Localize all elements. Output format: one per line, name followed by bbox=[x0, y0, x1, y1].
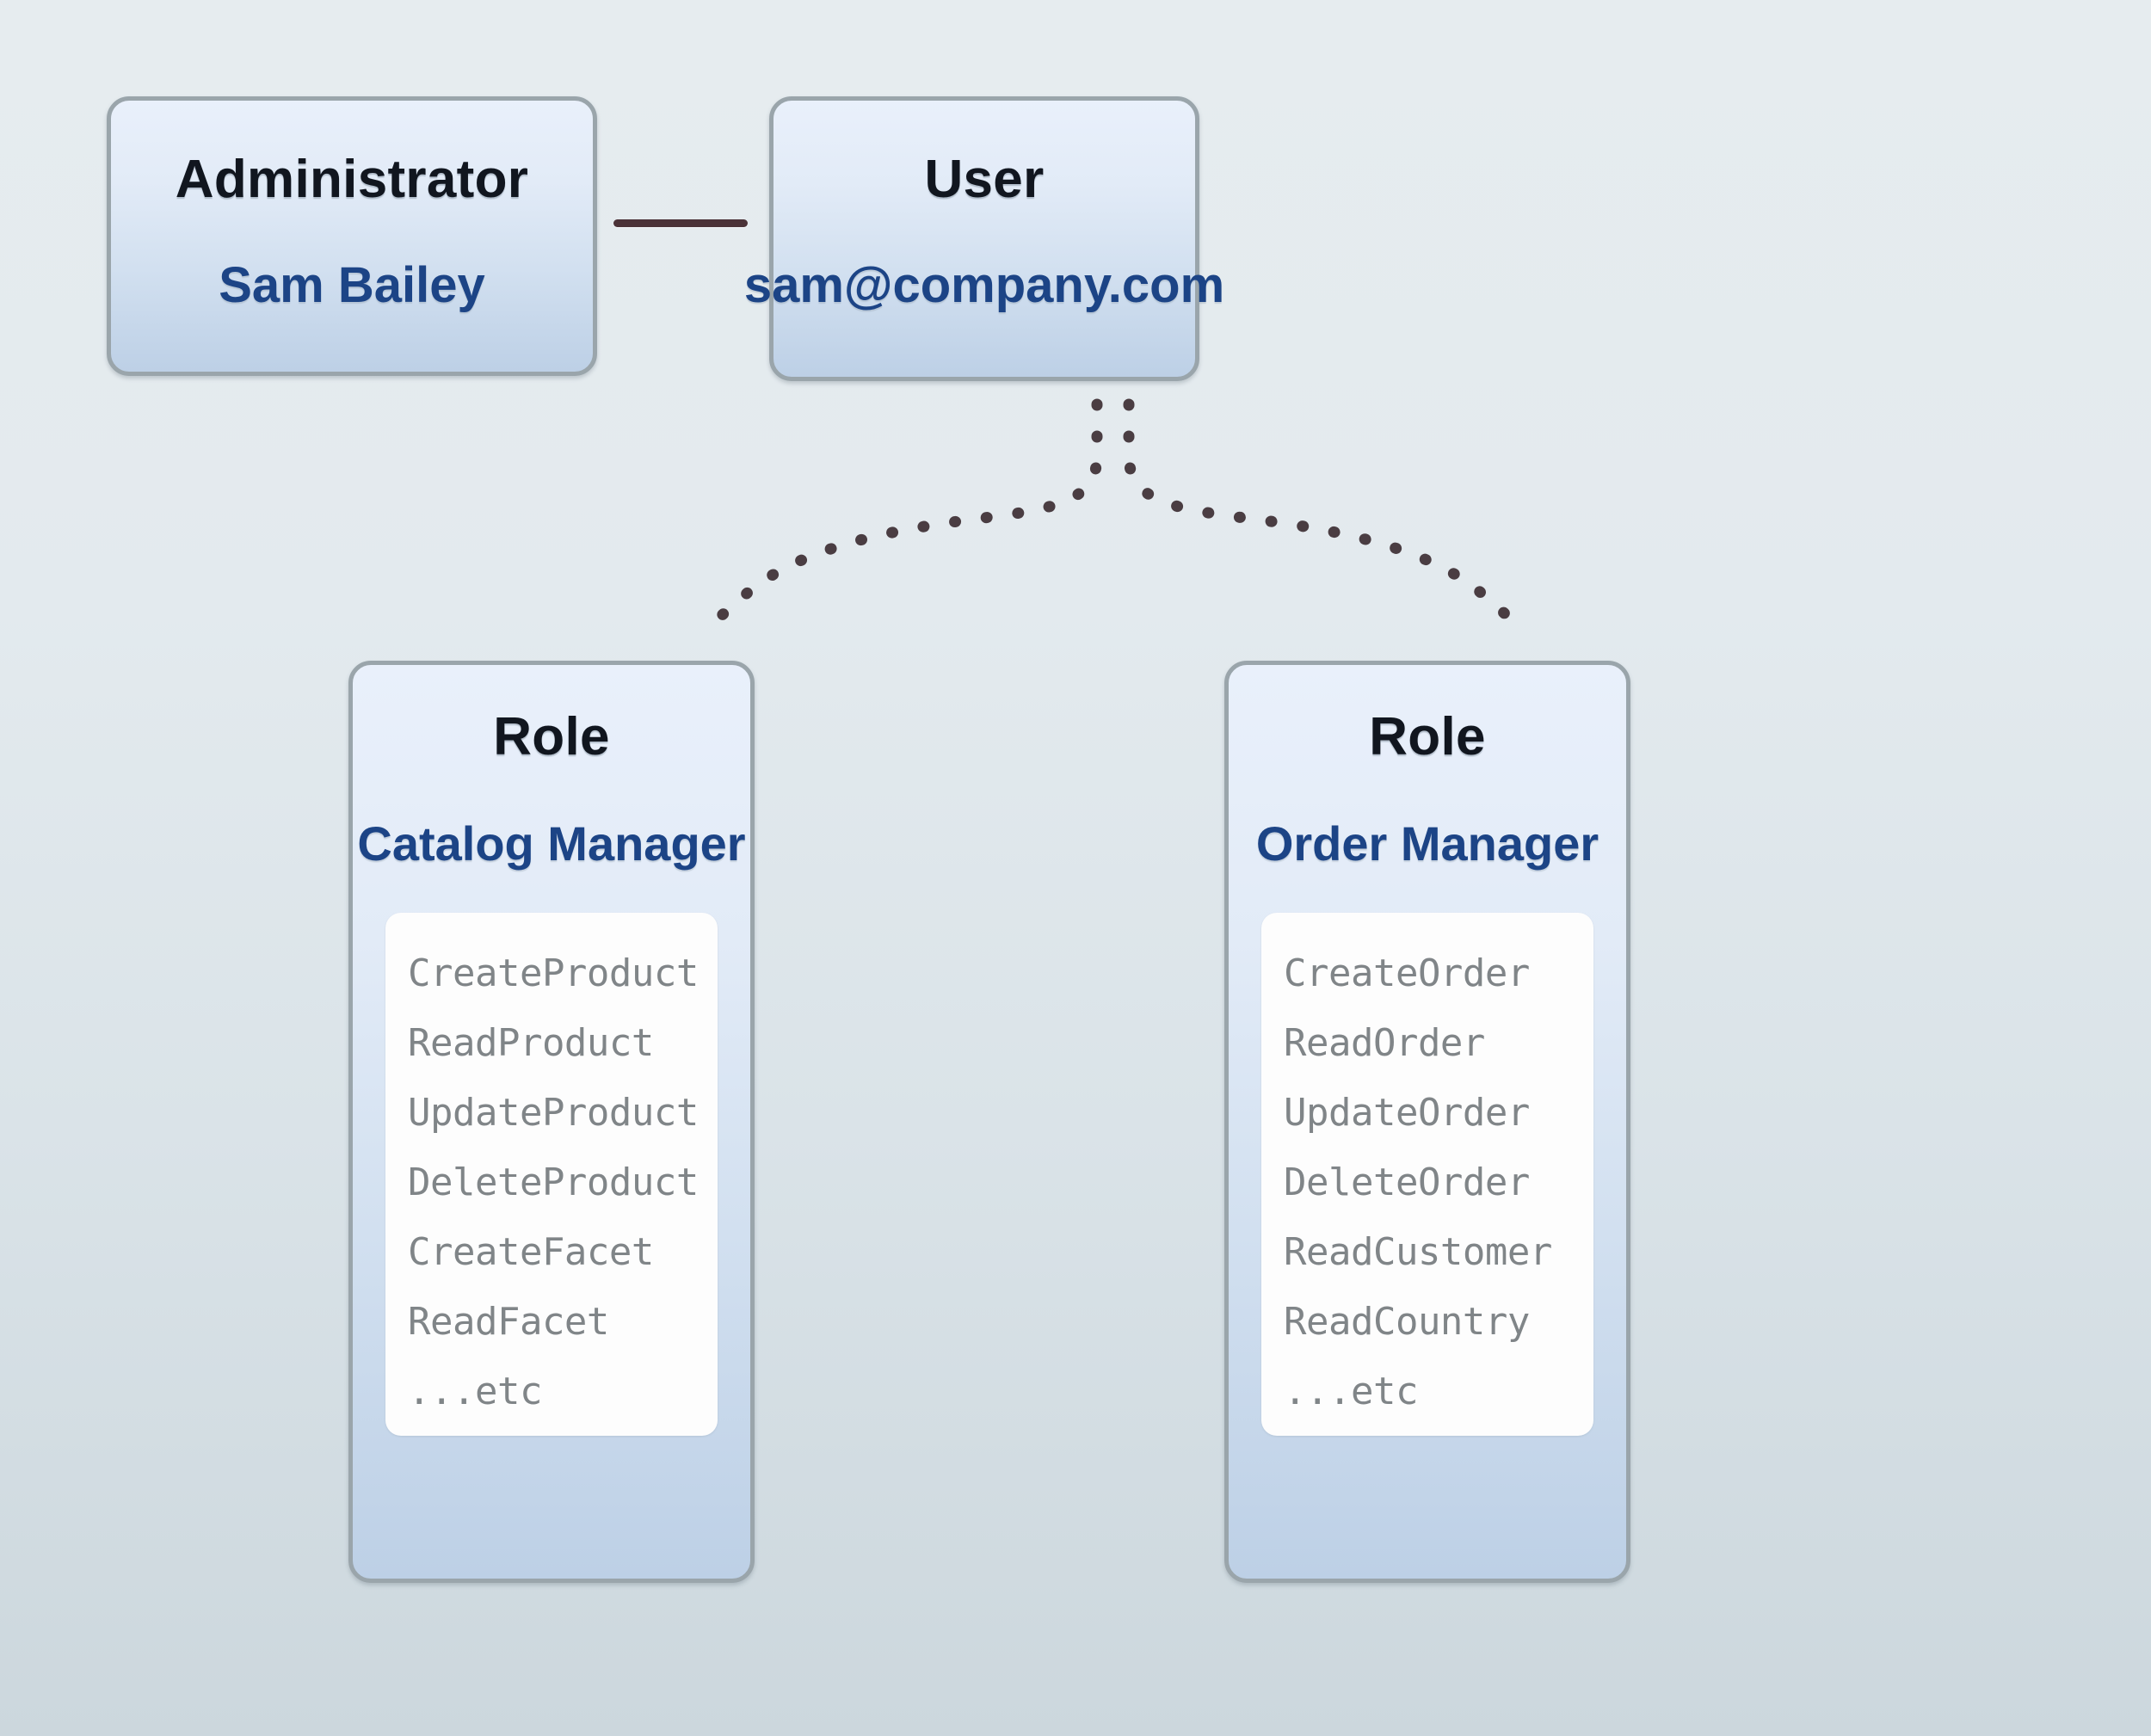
role-left-type-label: Role bbox=[493, 707, 610, 766]
node-administrator[interactable]: Administrator Sam Bailey bbox=[107, 96, 597, 376]
permission-item: ReadCountry bbox=[1284, 1300, 1530, 1344]
dotted-branch-right bbox=[1123, 398, 1527, 634]
permission-item: UpdateProduct bbox=[408, 1091, 699, 1135]
permission-item: DeleteOrder bbox=[1284, 1160, 1530, 1204]
administrator-type-label: Administrator bbox=[175, 150, 529, 209]
permission-item: ReadProduct bbox=[408, 1021, 654, 1065]
user-type-label: User bbox=[924, 150, 1045, 209]
edge-user-to-roles-dotted bbox=[701, 398, 1527, 634]
role-right-value-label: Order Manager bbox=[1255, 816, 1599, 871]
permission-item: UpdateOrder bbox=[1284, 1091, 1530, 1135]
user-value-label: sam@company.com bbox=[743, 257, 1225, 313]
edge-administrator-to-user bbox=[613, 219, 748, 227]
permission-item: DeleteProduct bbox=[408, 1160, 699, 1204]
node-role-order-manager[interactable]: Role Order Manager CreateOrder ReadOrder… bbox=[1224, 661, 1630, 1583]
role-right-type-label: Role bbox=[1369, 707, 1486, 766]
permission-item: ...etc bbox=[1284, 1370, 1418, 1413]
permission-item: CreateFacet bbox=[408, 1230, 654, 1274]
role-right-permission-list: CreateOrder ReadOrder UpdateOrder Delete… bbox=[1261, 913, 1593, 1436]
node-role-catalog-manager[interactable]: Role Catalog Manager CreateProduct ReadP… bbox=[348, 661, 755, 1583]
role-left-value-label: Catalog Manager bbox=[357, 816, 746, 871]
dotted-branch-left bbox=[701, 398, 1103, 634]
permission-item: CreateProduct bbox=[408, 951, 699, 995]
permission-item: CreateOrder bbox=[1284, 951, 1530, 995]
permission-item: ReadCustomer bbox=[1284, 1230, 1552, 1274]
administrator-value-label: Sam Bailey bbox=[219, 257, 485, 313]
node-user[interactable]: User sam@company.com bbox=[744, 96, 1224, 381]
permission-item: ReadOrder bbox=[1284, 1021, 1485, 1065]
permission-item: ReadFacet bbox=[408, 1300, 609, 1344]
permission-item: ...etc bbox=[408, 1370, 542, 1413]
role-left-permission-list: CreateProduct ReadProduct UpdateProduct … bbox=[385, 913, 718, 1436]
